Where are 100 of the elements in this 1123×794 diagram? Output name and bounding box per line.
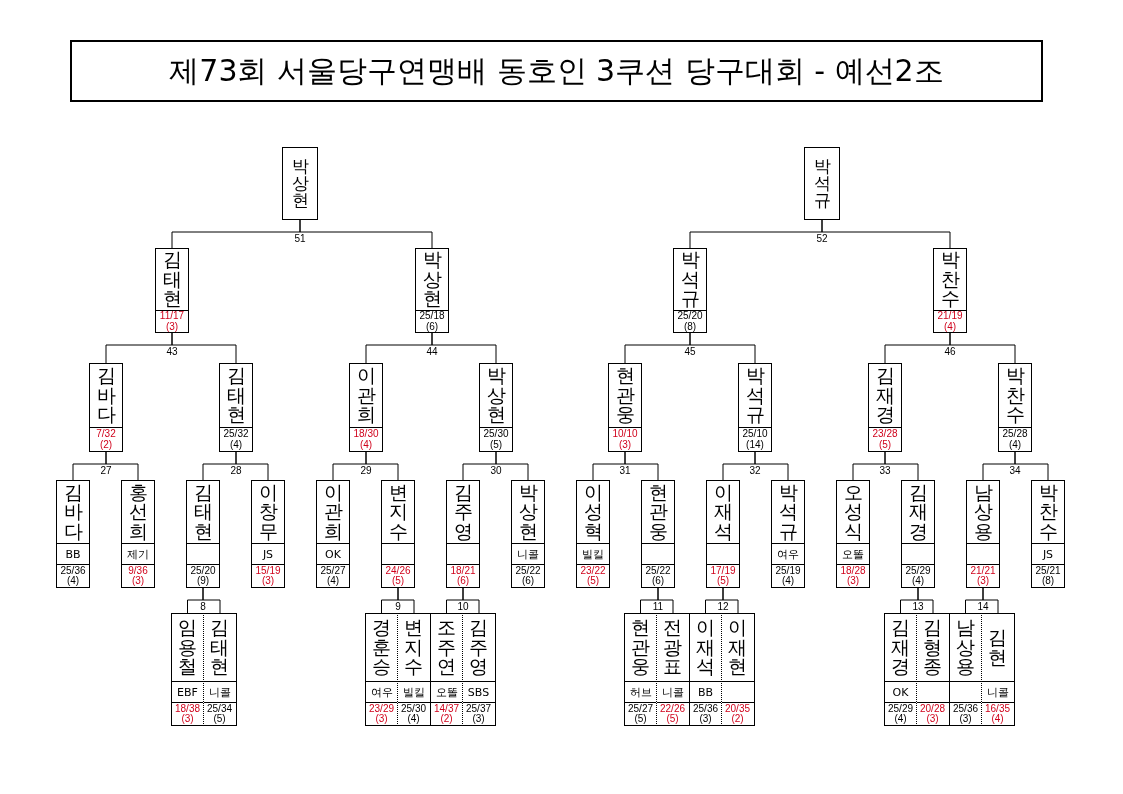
player-box [673, 248, 707, 333]
player-box [656, 613, 690, 726]
match-number: 11 [650, 601, 666, 612]
player-name: 박상현 [291, 157, 309, 210]
score-text: 25/18 (6) [419, 311, 445, 332]
club-name: BB [697, 685, 714, 699]
bracket-line [722, 587, 739, 614]
score-text: 25/30 (4) [400, 703, 427, 725]
score-text: 24/26 (5) [385, 565, 411, 587]
bracket-line [171, 332, 237, 364]
club-name: 여우 [777, 546, 799, 562]
player-name: 임용철 [178, 618, 197, 677]
player-name: 이재현 [728, 618, 747, 677]
player-name: 이성혁 [583, 482, 603, 542]
score-text: 25/29 (4) [887, 703, 914, 725]
score-text: 23/28 (5) [872, 429, 898, 450]
club-name: 오똘 [842, 546, 864, 562]
player-name: 김바다 [63, 482, 83, 542]
player-box [203, 613, 237, 726]
bracket-line [949, 332, 1016, 364]
player-box [56, 480, 90, 588]
club-name: BB [65, 547, 81, 561]
player-name: 박상현 [518, 482, 538, 542]
score-text: 25/28 (4) [1002, 429, 1028, 450]
player-name: 이재석 [713, 482, 733, 542]
club-name: 제기 [127, 546, 149, 562]
player-name: 조주연 [437, 618, 456, 677]
score-text: 18/30 (4) [353, 429, 379, 450]
player-name: 박석규 [680, 250, 700, 309]
bracket-line [689, 332, 756, 364]
bracket-line [624, 451, 659, 481]
match-number: 34 [1007, 465, 1023, 476]
score-text: 21/21 (3) [970, 565, 996, 587]
player-name: 박석규 [778, 482, 798, 542]
player-name: 박찬수 [940, 250, 960, 309]
score-text: 17/19 (5) [710, 565, 736, 587]
player-box [738, 363, 772, 452]
bracket-line [235, 451, 269, 481]
player-name: 이관희 [323, 482, 343, 542]
player-box [884, 613, 917, 726]
player-name: 이창무 [258, 482, 278, 542]
score-text: 18/28 (3) [840, 565, 866, 587]
player-name: 남상용 [956, 618, 975, 677]
player-box [219, 363, 253, 452]
player-box [916, 613, 950, 726]
score-text: 25/29 (4) [905, 565, 931, 587]
club-name: OK [892, 685, 909, 699]
player-box [430, 613, 463, 726]
score-text: 25/36 (3) [952, 703, 979, 725]
player-box [171, 613, 204, 726]
score-text: 25/34 (5) [206, 703, 233, 725]
score-text: 20/28 (3) [919, 703, 946, 725]
player-name: 현관웅 [615, 366, 635, 425]
match-number: 29 [358, 465, 374, 476]
player-box [186, 480, 220, 588]
player-box [155, 248, 189, 333]
match-number: 27 [98, 465, 114, 476]
player-name: 홍선희 [128, 482, 148, 542]
player-box [901, 480, 935, 588]
match-number: 9 [393, 601, 403, 612]
player-box [349, 363, 383, 452]
player-name: 전광표 [663, 618, 682, 677]
score-text: 25/36 (4) [60, 565, 86, 587]
bracket-line [821, 219, 951, 249]
player-name: 박석규 [745, 366, 765, 425]
score-text: 25/19 (4) [775, 565, 801, 587]
score-text: 21/19 (4) [937, 311, 963, 332]
player-box [576, 480, 610, 588]
bracket-line [431, 332, 497, 364]
match-number: 10 [455, 601, 471, 612]
bracket-line [202, 587, 221, 614]
score-text: 18/38 (3) [174, 703, 201, 725]
score-text: 25/37 (3) [465, 703, 492, 725]
score-text: 25/36 (3) [692, 703, 719, 725]
match-number: 51 [292, 233, 308, 244]
club-name: 니콜 [208, 684, 231, 700]
score-text: 25/21 (8) [1035, 565, 1061, 587]
player-name: 오성식 [843, 482, 863, 542]
player-name: 김태현 [210, 618, 229, 677]
score-text: 18/21 (6) [450, 565, 476, 587]
score-text: 9/36 (3) [127, 565, 149, 587]
player-name: 박상현 [422, 250, 442, 309]
player-box [365, 613, 398, 726]
match-number: 30 [488, 465, 504, 476]
player-box [381, 480, 415, 588]
bracket-line [105, 451, 139, 481]
score-text: 25/32 (4) [223, 429, 249, 450]
player-name: 김태현 [193, 482, 213, 542]
player-box [415, 248, 449, 333]
score-text: 10/10 (3) [612, 429, 638, 450]
bracket-line [657, 587, 674, 614]
player-box [836, 480, 870, 588]
score-text: 25/20 (9) [190, 565, 216, 587]
bracket-line [299, 219, 433, 249]
player-name: 변지수 [388, 482, 408, 542]
player-box [282, 147, 318, 220]
player-name: 이재석 [696, 618, 715, 677]
player-box [251, 480, 285, 588]
club-name: 니콜 [517, 546, 539, 562]
match-number: 14 [975, 601, 991, 612]
